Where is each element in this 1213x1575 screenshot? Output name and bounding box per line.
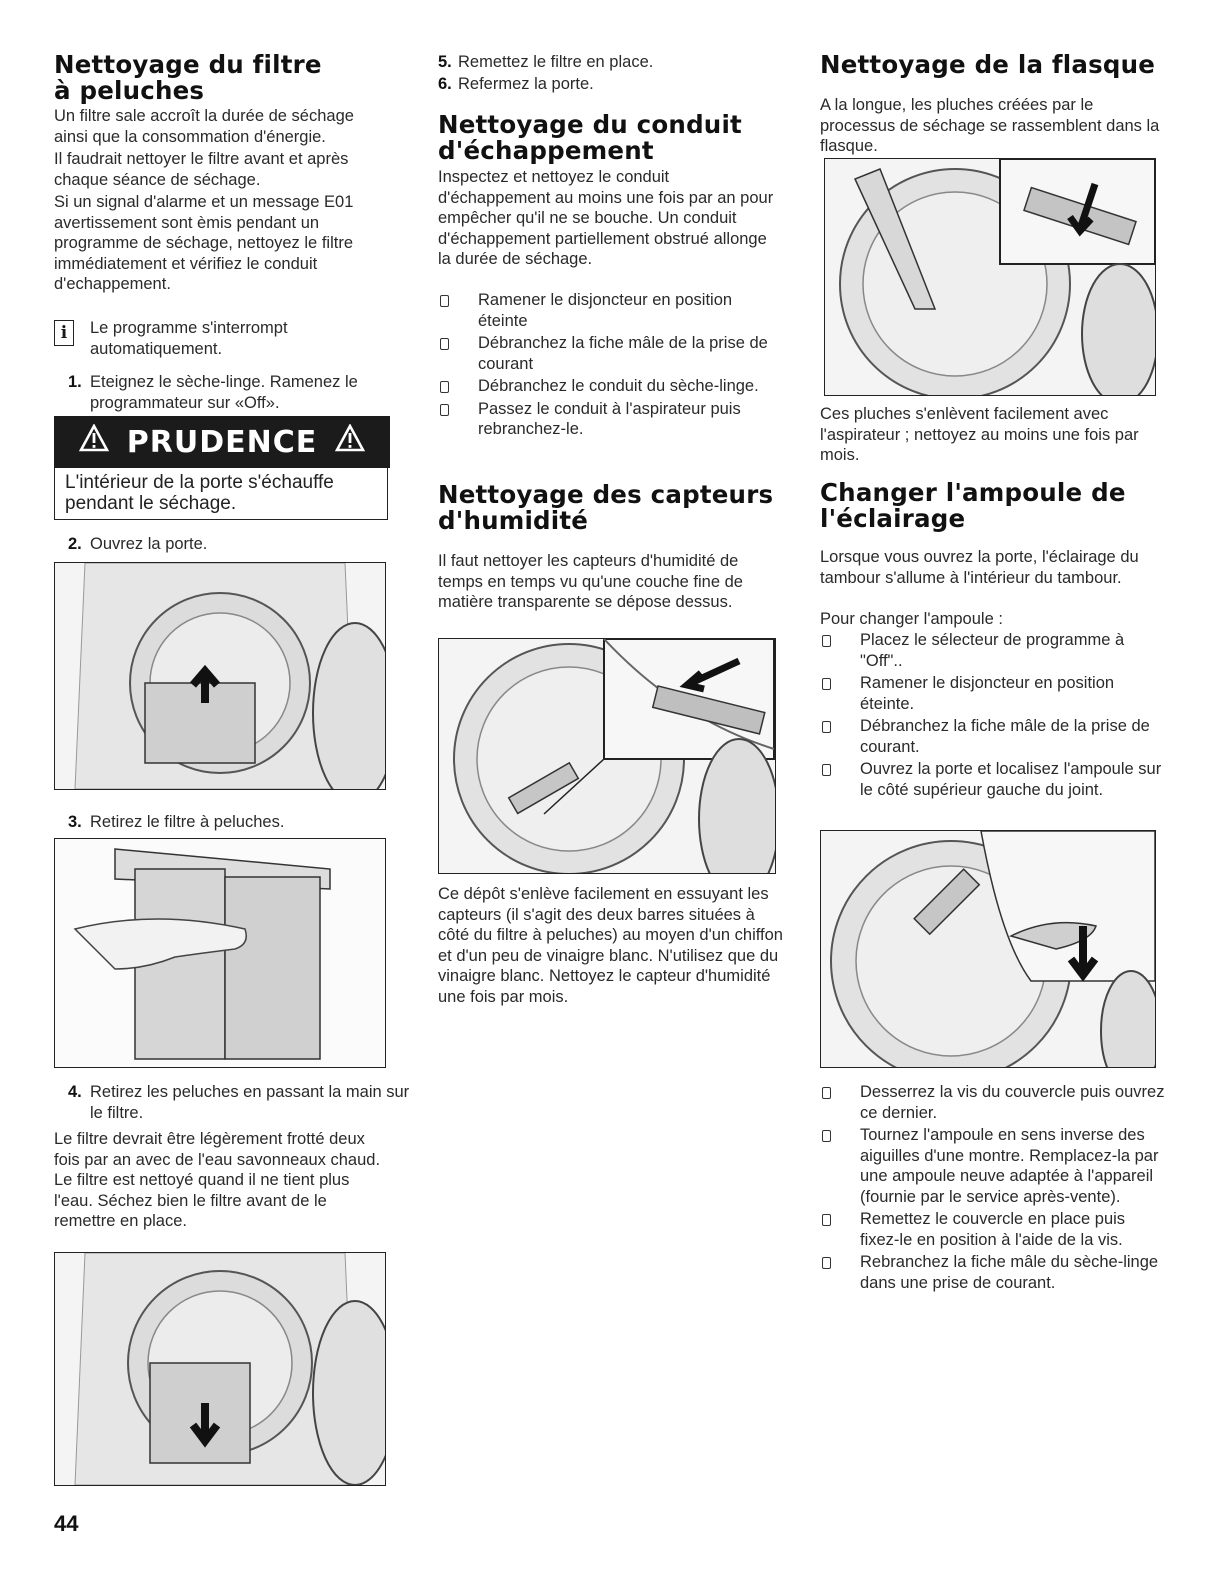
flange-cleaning-paragraph: Ces pluches s'enlèvent facilement avec l… xyxy=(820,405,1139,464)
bulb-intro-paragraph: Lorsque vous ouvrez la porte, l'éclairag… xyxy=(820,548,1139,587)
step-1: 1.Eteignez le sèche-linge. Ramenez le pr… xyxy=(68,373,358,412)
section-title-lint-filter: Nettoyage du filtre à peluches xyxy=(54,50,322,105)
intro-paragraph: Un filtre sale accroît la durée de sécha… xyxy=(54,107,354,146)
checklist-item: Tournez l'ampoule en sens inverse des ai… xyxy=(820,1125,1165,1207)
illustration-lint-filter xyxy=(54,838,386,1068)
section-title-humidity-sensors: Nettoyage des capteurs d'humidité xyxy=(438,480,774,535)
warning-icon xyxy=(78,423,109,460)
step-5: 5.Remettez le filtre en place. xyxy=(438,53,654,71)
section-title-flange: Nettoyage de la flasque xyxy=(820,50,1156,79)
checklist-item: Débranchez la fiche mâle de la prise de … xyxy=(438,333,783,374)
sensors-paragraph: Il faut nettoyer les capteurs d'humidité… xyxy=(438,552,743,611)
bulb-checklist-2: Desserrez la vis du couvercle puis ouvre… xyxy=(820,1082,1165,1293)
illustration-humidity-sensors xyxy=(438,638,776,874)
step-3: 3.Retirez le filtre à peluches. xyxy=(68,813,285,831)
paragraph: Il faudrait nettoyer le filtre avant et … xyxy=(54,150,349,189)
warning-icon xyxy=(335,423,366,460)
caution-text: L'intérieur de la porte s'échauffe penda… xyxy=(54,468,388,520)
checklist-item: Débranchez la fiche mâle de la prise de … xyxy=(820,716,1165,757)
checklist-item: Remettez le couvercle en place puis fixe… xyxy=(820,1209,1165,1250)
checklist-item: Ramener le disjoncteur en position étein… xyxy=(820,673,1165,714)
section-title-bulb: Changer l'ampoule de l'éclairage xyxy=(820,478,1126,533)
flange-paragraph: A la longue, les pluches créées par le p… xyxy=(820,96,1160,155)
exhaust-paragraph: Inspectez et nettoyez le conduit d'échap… xyxy=(438,168,774,268)
illustration-open-door xyxy=(54,562,386,790)
illustration-bulb-location xyxy=(820,830,1156,1068)
caution-label: PRUDENCE xyxy=(126,424,318,460)
checklist-item: Rebranchez la fiche mâle du sèche-linge … xyxy=(820,1252,1165,1293)
sensors-cleaning-paragraph: Ce dépôt s'enlève facilement en essuyant… xyxy=(438,885,783,1006)
info-icon: i xyxy=(54,320,74,346)
checklist-item: Passez le conduit à l'aspirateur puis re… xyxy=(438,399,783,440)
bulb-instructions-lead: Pour changer l'ampoule : xyxy=(820,610,1003,628)
checklist-item: Ouvrez la porte et localisez l'ampoule s… xyxy=(820,759,1165,800)
bulb-checklist-1: Placez le sélecteur de programme à "Off"… xyxy=(820,630,1165,800)
exhaust-checklist: Ramener le disjoncteur en position étein… xyxy=(438,290,783,440)
illustration-flange-vacuum xyxy=(824,158,1156,396)
section-title-exhaust: Nettoyage du conduit d'échappement xyxy=(438,110,742,165)
info-note: i Le programme s'interrompt automatiquem… xyxy=(54,318,384,359)
page-number: 44 xyxy=(54,1511,79,1536)
step-6: 6.Refermez la porte. xyxy=(438,75,594,93)
illustration-insert-filter xyxy=(54,1252,386,1486)
caution-banner: PRUDENCE xyxy=(54,416,390,468)
checklist-item: Débranchez le conduit du sèche-linge. xyxy=(438,376,783,397)
checklist-item: Desserrez la vis du couvercle puis ouvre… xyxy=(820,1082,1165,1123)
step-2: 2.Ouvrez la porte. xyxy=(68,535,208,553)
filter-wash-paragraph: Le filtre devrait être légèrement frotté… xyxy=(54,1130,381,1230)
paragraph: Si un signal d'alarme et un message E01 … xyxy=(54,193,354,293)
checklist-item: Ramener le disjoncteur en position étein… xyxy=(438,290,783,331)
step-4: 4.Retirez les peluches en passant la mai… xyxy=(68,1083,410,1122)
checklist-item: Placez le sélecteur de programme à "Off"… xyxy=(820,630,1165,671)
